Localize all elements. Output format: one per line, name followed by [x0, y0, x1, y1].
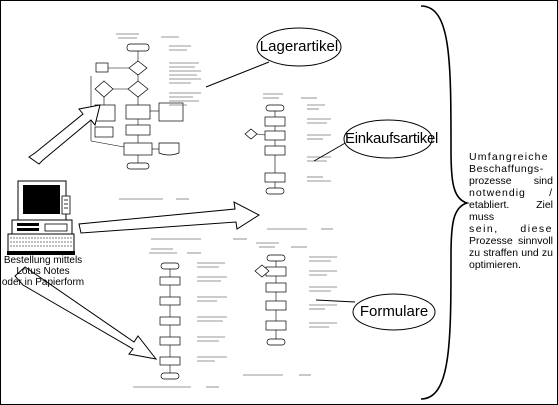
computer-icon — [7, 180, 75, 255]
flowchart-formular-1 — [133, 248, 227, 388]
label-einkaufsartikel: Einkaufsartikel — [345, 130, 439, 147]
label-lagerartikel: Lagerartikel — [259, 38, 339, 55]
summary-line3: prozesse sind — [469, 175, 553, 187]
flowchart-formular-2 — [151, 238, 337, 376]
summary-line7: Prozesse sinnvoll — [469, 235, 553, 247]
pc-caption-line1: Bestellung mittels — [3, 255, 83, 266]
pc-caption: Bestellung mittels Lotus Notes oder in P… — [1, 255, 85, 288]
summary-line5: etabliert. Ziel muss — [469, 199, 553, 223]
summary-line2: Beschaffungs- — [469, 163, 544, 175]
summary-text: Umfangreiche Beschaffungs- prozesse sind… — [469, 151, 553, 271]
summary-line1: Umfangreiche — [469, 151, 549, 163]
block-arrows — [14, 104, 260, 360]
flowchart-einkaufsartikel — [244, 93, 333, 230]
summary-line8: zu straffen und zu — [469, 247, 553, 259]
summary-line9: optimieren. — [469, 259, 521, 271]
flowchart-lagerartikel — [90, 33, 201, 200]
label-formulare: Formulare — [359, 303, 429, 320]
summary-line6: sein, diese — [469, 223, 553, 235]
summary-brace — [420, 5, 470, 400]
callouts — [205, 27, 436, 331]
pc-caption-line3: oder in Papierform — [1, 277, 85, 288]
summary-line4: notwendig / — [469, 187, 553, 199]
pc-caption-line2: Lotus Notes — [16, 266, 70, 277]
